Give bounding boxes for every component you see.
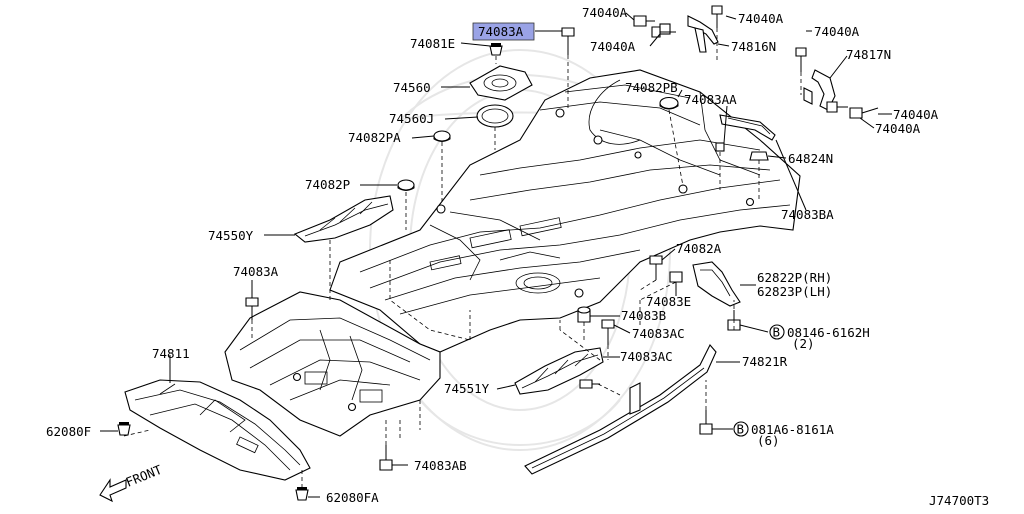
plug-74082p [397,179,415,191]
bolt-symbol-1: B [773,325,781,340]
plug-74082pa [433,130,451,142]
part-label-74082pb[interactable]: 74082PB [625,80,678,95]
bracket-74817n [803,69,836,111]
part-label-74083ac-1[interactable]: 74083AC [632,326,685,341]
floor-panel [329,69,801,353]
connection-lines [123,28,802,488]
front-arrow-icon: FRONT [99,462,165,503]
part-label-081a6-qty: (6) [757,433,780,448]
front-floor-panel [224,291,441,437]
seal-plate-74560 [469,65,533,101]
part-label-74083e[interactable]: 74083E [646,294,691,309]
floor-cover-lh-74550y [293,195,394,243]
part-label-74040a-4[interactable]: 74040A [814,24,860,39]
part-label-62822p[interactable]: 62822P(RH) [757,270,832,285]
part-label-74551y[interactable]: 74551Y [444,381,490,396]
part-label-74083ac-2[interactable]: 74083AC [620,349,673,364]
bracket-64824n [719,114,776,141]
part-label-74560[interactable]: 74560 [393,80,431,95]
front-undercover-74811 [124,379,311,481]
part-label-64824n[interactable]: 64824N [788,151,833,166]
part-label-74560j[interactable]: 74560J [389,111,434,126]
part-labels: 74083A 74081E 74560 74560J 74082PA 74082… [46,5,989,508]
part-label-62823p[interactable]: 62823P(LH) [757,284,832,299]
part-label-74040a-5[interactable]: 74040A [893,107,939,122]
part-label-74082pa[interactable]: 74082PA [348,130,401,145]
part-label-74083ab[interactable]: 74083AB [414,458,467,473]
part-label-74082a[interactable]: 74082A [676,241,722,256]
part-label-08146-qty: (2) [792,336,815,351]
part-label-74040a-3[interactable]: 74040A [590,39,636,54]
part-label-74082p[interactable]: 74082P [305,177,350,192]
part-label-62080f[interactable]: 62080F [46,424,91,439]
part-label-081a6-8161a[interactable]: 081A6-8161A [751,422,834,437]
part-label-74550y[interactable]: 74550Y [208,228,254,243]
bolt-symbol-circle-1 [769,324,785,340]
diagram-id-code: J74700T3 [929,493,989,508]
bolt-symbol-2: B [737,422,745,437]
part-label-62080fa[interactable]: 62080FA [326,490,379,505]
front-label: FRONT [124,462,165,490]
part-label-74040a-6[interactable]: 74040A [875,121,921,136]
highlight-box [472,22,535,41]
seal-ring-74560j [476,104,514,128]
part-label-74083a-left[interactable]: 74083A [233,264,279,279]
fasteners [117,5,879,501]
part-label-74083b[interactable]: 74083B [621,308,666,323]
part-label-74040a-1[interactable]: 74040A [582,5,628,20]
part-label-74821r[interactable]: 74821R [742,354,788,369]
part-label-74083ba[interactable]: 74083BA [781,207,834,222]
leader-lines [100,12,892,498]
part-label-74081e[interactable]: 74081E [410,36,455,51]
part-label-74816n[interactable]: 74816N [731,39,776,54]
bolt-symbol-circle-2 [733,421,749,437]
side-rail-74821r [524,344,717,475]
plug-74082pb [659,96,679,110]
floor-cover-rh-74551y [514,347,604,395]
part-label-74817n[interactable]: 74817N [846,47,891,62]
part-label-08146-6162h[interactable]: 08146-6162H [787,325,870,340]
bracket-74816n [659,15,719,53]
part-label-74040a-2[interactable]: 74040A [738,11,784,26]
part-label-74083aa[interactable]: 74083AA [684,92,737,107]
part-label-74811[interactable]: 74811 [152,346,190,361]
splash-guard-62822p [692,261,741,307]
part-label-74083a-highlighted[interactable]: 74083A [478,24,524,39]
